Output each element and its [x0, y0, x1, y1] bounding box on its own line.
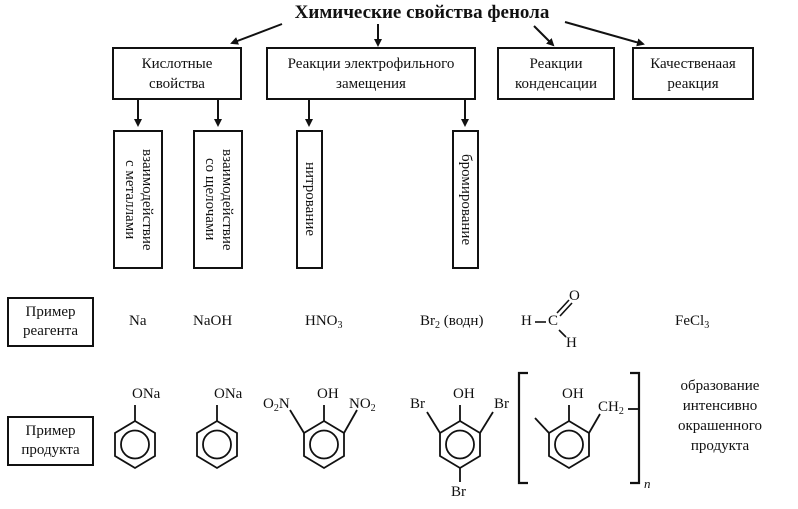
reagent-fecl3: FeCl3: [675, 313, 709, 331]
left-sub: 2: [273, 403, 279, 414]
category-label: Качественаая реакция: [650, 55, 736, 92]
product-tribromophenol-br-right: Br: [494, 396, 509, 412]
polymer-brackets: [517, 371, 641, 485]
reagent-formaldehyde-c: C: [548, 313, 559, 329]
subcategory-bromination: бромирование: [452, 130, 479, 269]
diagram-title: Химические свойства фенола: [294, 2, 550, 23]
reagent-formaldehyde-h-bottom: H: [566, 335, 577, 351]
product-phenolate-1-group: ONa: [132, 386, 161, 402]
product-qualitative-description: образование интенсивно окрашенного проду…: [678, 378, 762, 454]
product-polymer-ch2: CH2: [598, 399, 624, 417]
product-tribromophenol-br-left: Br: [410, 396, 425, 412]
arrow-title-to-condensation: [533, 25, 555, 47]
row-label-text: Пример продукта: [21, 423, 80, 458]
arrow-title-to-qualitative: [564, 21, 645, 47]
benzene-ring-tribromophenol: [426, 405, 494, 482]
left-o: O: [263, 396, 274, 412]
formaldehyde-double-bond-2: [559, 302, 573, 317]
reagent-naoh: NaOH: [193, 313, 233, 329]
arrow-title-to-acidic: [230, 23, 283, 45]
product-phenolate-2-group: ONa: [214, 386, 243, 402]
reagent-hno3-subscript: 3: [337, 320, 343, 331]
benzene-ring-phenolate-1: [114, 405, 156, 470]
benzene-ring-dinitrophenol: [289, 405, 358, 470]
reagent-fecl3-main: FeCl: [675, 313, 705, 329]
subcategory-label: нитрование: [302, 162, 318, 237]
left-n: N: [278, 396, 290, 412]
right-no: NO: [349, 396, 371, 412]
category-condensation: Реакции конденсации: [497, 47, 615, 100]
product-polymer-n-subscript: n: [644, 476, 651, 491]
product-dinitrophenol-right-no2: NO2: [349, 396, 376, 414]
polymer-ch2-sub: 2: [618, 406, 624, 417]
category-qualitative-reaction: Качественаая реакция: [632, 47, 754, 100]
polymer-ch: CH: [598, 399, 619, 415]
category-label: Реакции конденсации: [515, 55, 597, 92]
subcategory-label: бромирование: [458, 153, 474, 246]
category-electrophilic-substitution: Реакции электрофильного замещения: [266, 47, 476, 100]
reagent-formaldehyde-h-left: H: [521, 313, 532, 329]
subcategory-nitration: нитрование: [296, 130, 323, 269]
reagent-na: Na: [129, 313, 147, 329]
formaldehyde-bond-c-h: [558, 329, 567, 338]
product-dinitrophenol-left-no2: O2N: [263, 396, 290, 414]
subcategory-metals: взаимодействие с металлами: [113, 130, 163, 269]
category-label: Реакции электрофильного замещения: [287, 55, 455, 92]
product-tribromophenol-oh: OH: [453, 386, 475, 402]
subcategory-label: взаимодействие с металлами: [122, 148, 155, 251]
subcategory-label: взаимодействие со щелочами: [202, 148, 235, 251]
benzene-ring-phenolate-2: [196, 405, 238, 470]
reagent-br2: Br2 (водн): [420, 313, 483, 331]
row-label-product: Пример продукта: [7, 416, 94, 466]
formaldehyde-double-bond-1: [556, 299, 570, 314]
right-sub: 2: [370, 403, 376, 414]
reagent-fecl3-subscript: 3: [704, 320, 710, 331]
reagent-formaldehyde-o: O: [569, 288, 580, 304]
product-polymer-oh: OH: [562, 386, 584, 402]
category-label: Кислотные свойства: [141, 55, 213, 92]
benzene-ring-polymer-unit: [534, 405, 638, 470]
reagent-br2-main: Br: [420, 313, 435, 329]
reagent-hno3: HNO3: [305, 313, 343, 331]
row-label-text: Пример реагента: [22, 304, 79, 339]
reagent-hno3-main: HNO: [305, 313, 338, 329]
subcategory-alkali: взаимодействие со щелочами: [193, 130, 243, 269]
product-dinitrophenol-oh: OH: [317, 386, 339, 402]
reagent-br2-suffix: (водн): [440, 313, 484, 329]
row-label-reagent: Пример реагента: [7, 297, 94, 347]
category-acidic-properties: Кислотные свойства: [112, 47, 242, 100]
product-tribromophenol-br-bottom: Br: [451, 484, 466, 500]
reagent-br2-subscript: 2: [435, 320, 440, 331]
